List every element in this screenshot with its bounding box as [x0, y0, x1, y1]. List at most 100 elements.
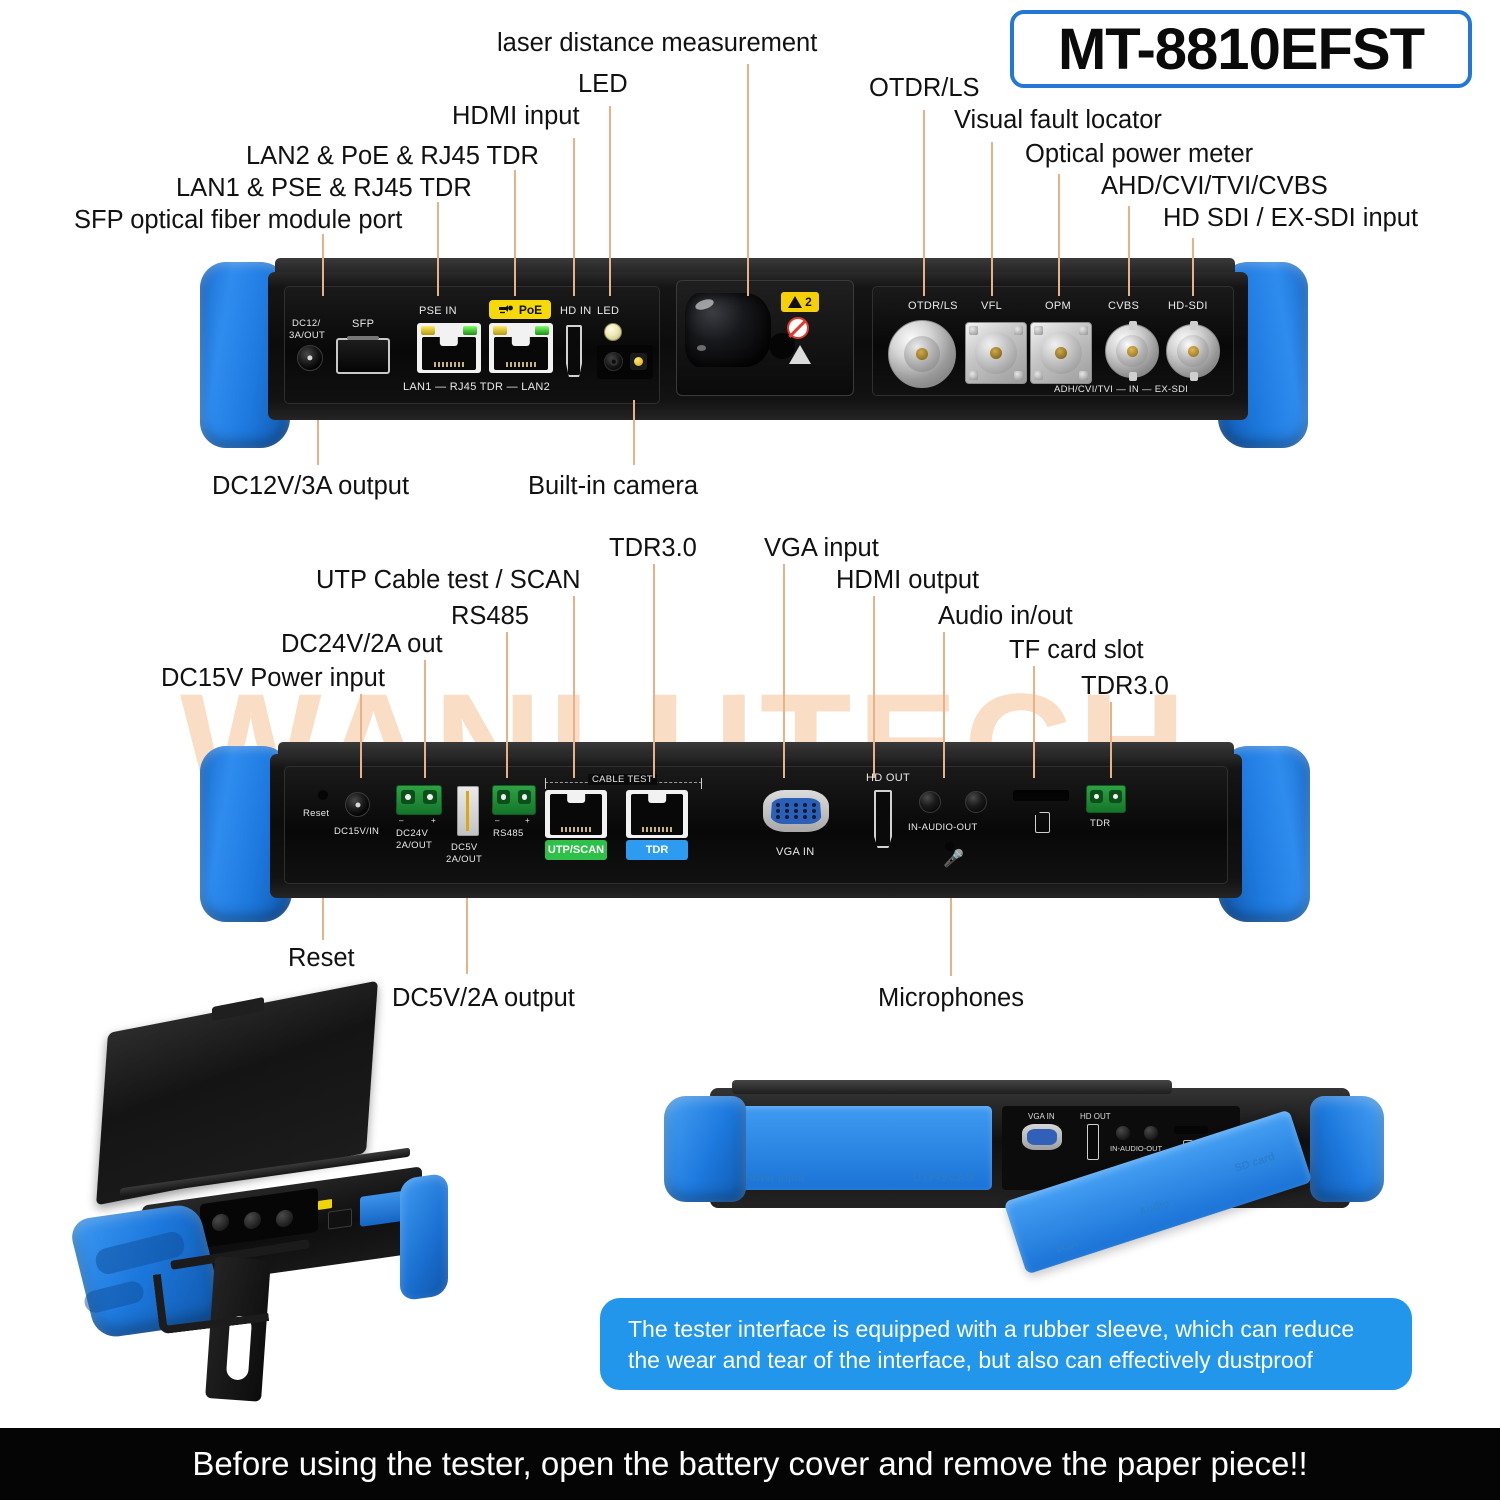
label-rs485-plus: + [525, 816, 530, 825]
vfl-port[interactable] [965, 322, 1027, 384]
leader-reset [322, 898, 324, 940]
dc5v-usb-output[interactable] [457, 786, 479, 836]
callout-dc5v-output: DC5V/2A output [392, 984, 575, 1012]
callout-laser-distance: laser distance measurement [497, 29, 818, 57]
sleeve-left-cover: Power input UTP/SCAN [732, 1106, 992, 1190]
leader-lan1 [437, 202, 439, 296]
photo-device-with-stand [60, 980, 480, 1402]
otdr-inner [904, 336, 940, 372]
general-warning-icon [789, 345, 811, 364]
dc15v-input-jack[interactable] [345, 792, 370, 817]
microphone-hole [945, 842, 954, 851]
label-cvbs: CVBS [1108, 300, 1140, 312]
info-note-text: The tester interface is equipped with a … [628, 1316, 1355, 1374]
opm-port[interactable] [1030, 322, 1092, 384]
hdsdi-pin [1187, 345, 1199, 357]
leader-tf-card [1033, 666, 1035, 778]
sleeve-label-utp-scan: UTP/SCAN [912, 1170, 974, 1184]
opm-screw-tl [1034, 326, 1043, 335]
rs485-screw-neg [496, 790, 511, 804]
rs485-terminal[interactable] [492, 785, 536, 815]
sfp-port[interactable] [336, 336, 390, 374]
callout-tdr30-left: TDR3.0 [609, 534, 697, 562]
cable-test-cap-right [701, 778, 702, 789]
leader-hdmi-in [573, 138, 575, 296]
leader-dc24v [424, 660, 426, 778]
lan2-rj45-port[interactable] [489, 323, 553, 373]
leader-tdr-left [653, 564, 655, 778]
callout-tf-card-slot: TF card slot [1009, 636, 1144, 664]
callout-tdr30-right: TDR3.0 [1081, 672, 1169, 700]
vga-input-port[interactable] [763, 790, 829, 832]
label-lan-row: LAN1 — RJ45 TDR — LAN2 [403, 381, 551, 393]
reset-button[interactable] [318, 790, 328, 800]
utp-scan-rj45-port[interactable] [545, 790, 607, 838]
opm-screw-bl [1034, 371, 1043, 380]
tf-card-slot[interactable] [1013, 790, 1069, 801]
lan2-cavity [494, 337, 548, 370]
cvbs-lug-top [1129, 321, 1137, 330]
bottom-warning-banner: Before using the tester, open the batter… [0, 1428, 1500, 1500]
lan2-pins [505, 362, 537, 367]
tdr-right-screw-1 [1090, 790, 1103, 803]
hdmi-input-port[interactable] [566, 325, 582, 377]
lan1-rj45-port[interactable] [417, 323, 481, 373]
label-rs485: RS485 [493, 828, 524, 839]
otdr-ls-port[interactable] [888, 320, 956, 388]
label-dc24v-minus: – [399, 816, 404, 825]
label-cable-test: CABLE TEST [588, 774, 657, 785]
lan2-led-right [535, 326, 549, 335]
leader-vga-in [783, 564, 785, 778]
hdmi-output-port[interactable] [874, 790, 892, 848]
label-in-audio-out: IN-AUDIO-OUT [908, 822, 978, 833]
lan1-led-left [421, 326, 435, 335]
leader-hdsdi [1192, 238, 1194, 296]
callout-optical-power-meter: Optical power meter [1025, 140, 1254, 168]
label-opm: OPM [1045, 300, 1071, 312]
laser-class-number: 2 [805, 295, 812, 309]
opm-disc [1040, 332, 1082, 374]
leader-utp-scan [573, 596, 575, 778]
dc24v-output-terminal[interactable] [396, 785, 442, 815]
label-dc5v-line2: 2A/OUT [446, 854, 483, 865]
tdr-rj45-port[interactable] [626, 790, 688, 838]
label-sdi-row: ADH/CVI/TVI — IN — EX-SDI [1054, 384, 1189, 395]
sleeve-bumper-right [1310, 1096, 1384, 1202]
label-rs485-minus: – [495, 816, 500, 825]
leader-otdr [923, 110, 925, 296]
camera-icon [498, 305, 513, 314]
lan1-cavity [422, 337, 476, 370]
utp-pins [561, 827, 591, 832]
label-vga-in: VGA IN [776, 846, 815, 858]
led-indicator-square [630, 353, 647, 370]
model-badge: MT-8810EFST [1010, 10, 1472, 88]
sma-connector[interactable] [604, 352, 623, 371]
tdr-cavity [631, 794, 683, 835]
warning-triangle-icon [788, 296, 803, 308]
leader-laser [747, 64, 749, 296]
label-pse-in: PSE IN [419, 305, 457, 317]
sleeve-flap-label-audio: Audio [1137, 1197, 1172, 1219]
tdr-terminal-right[interactable] [1086, 785, 1126, 813]
hdsdi-bnc-port[interactable] [1166, 321, 1220, 381]
sleeve-flap-label-vga: VGA [1053, 1237, 1080, 1257]
leader-audio [943, 632, 945, 778]
camera-lens [685, 293, 771, 367]
dc24v-screw-neg [400, 790, 416, 804]
callout-builtin-camera: Built-in camera [528, 472, 699, 500]
vfl-screw-br [1014, 371, 1023, 380]
sleeve-label-vga-in: VGA IN [1028, 1112, 1055, 1121]
audio-out-jack[interactable] [965, 791, 987, 813]
photo-rubber-sleeve: Power input UTP/SCAN VGA IN HD OUT IN-AU… [650, 1070, 1390, 1290]
lan2-led-left [493, 326, 507, 335]
poe-badge: PoE [489, 300, 551, 319]
callout-led: LED [578, 70, 628, 98]
opm-screw-tr [1079, 326, 1088, 335]
dc12v-output-jack[interactable] [297, 345, 323, 371]
label-dc24v-line1: DC24V [396, 828, 429, 839]
label-dc12-line2: 3A/OUT [289, 330, 326, 341]
label-dc24v-line2: 2A/OUT [396, 840, 433, 851]
label-vfl: VFL [981, 300, 1003, 312]
cvbs-bnc-port[interactable] [1105, 321, 1159, 381]
audio-in-jack[interactable] [919, 791, 941, 813]
